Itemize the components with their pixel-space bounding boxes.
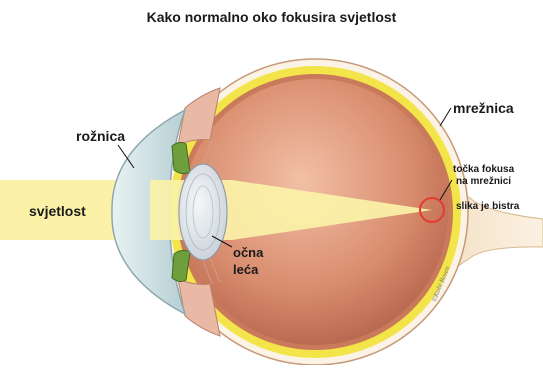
label-focus-point: točka fokusa na mrežnici [453, 164, 514, 188]
label-focus-line2: na mrežnici [453, 176, 514, 188]
label-lens-line1: očna [233, 244, 263, 261]
label-cornea: rožnica [76, 128, 125, 144]
label-light: svjetlost [29, 203, 86, 219]
label-focus-line1: točka fokusa [453, 164, 514, 176]
label-lens-line2: leća [233, 261, 263, 278]
diagram-title: Kako normalno oko fokusira svjetlost [0, 9, 543, 25]
label-lens: očna leća [233, 244, 263, 278]
label-retina: mrežnica [453, 100, 514, 116]
label-clear-image: slika je bistra [456, 201, 519, 212]
leader-retina [440, 108, 451, 126]
